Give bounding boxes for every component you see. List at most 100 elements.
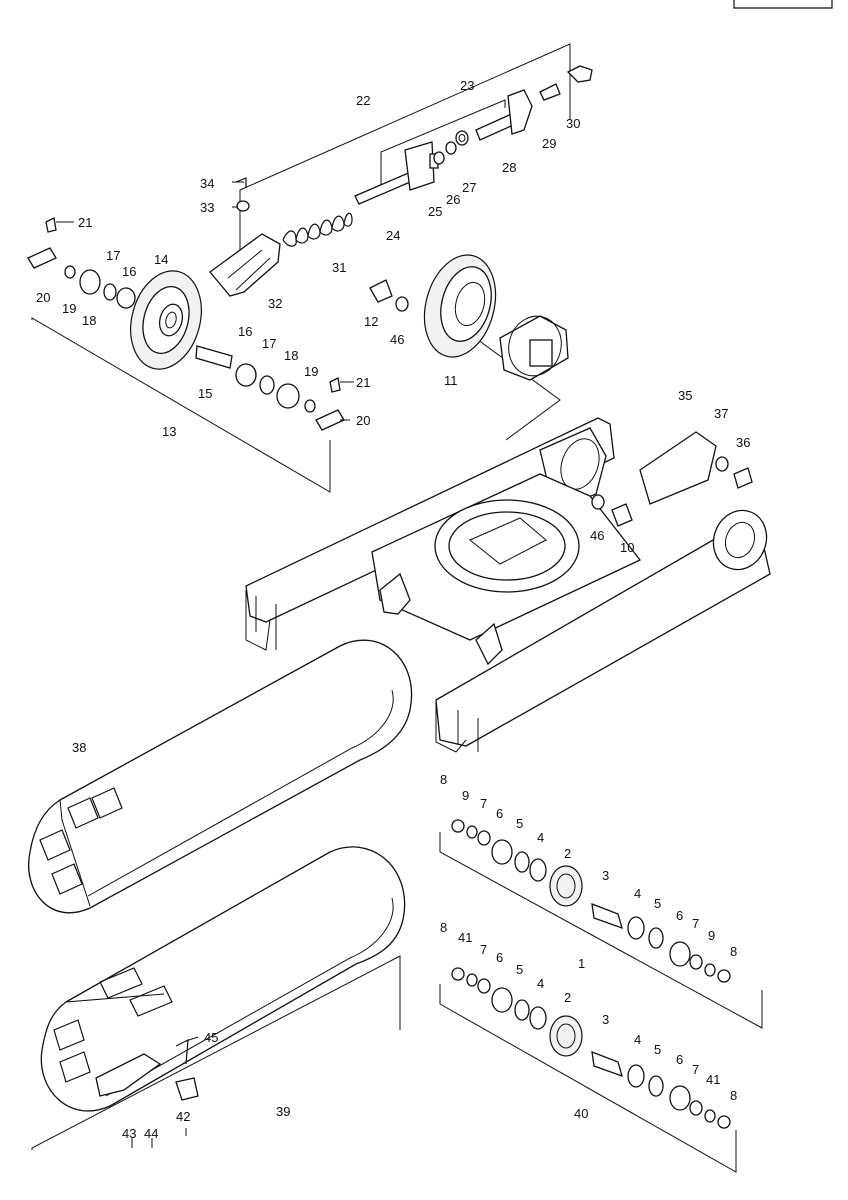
label-46b: 46	[590, 528, 604, 543]
grease-cylinder	[475, 89, 533, 141]
label-15: 15	[198, 386, 212, 401]
label-6c: 6	[496, 950, 503, 965]
idler-sprocket	[130, 270, 202, 370]
label-14: 14	[154, 252, 168, 267]
cover-plate	[639, 431, 717, 505]
label-46a: 46	[390, 332, 404, 347]
label-4c: 4	[537, 976, 544, 991]
label-36: 36	[736, 435, 750, 450]
label-45: 45	[204, 1030, 218, 1045]
bearing-18b	[276, 383, 300, 409]
label-34: 34	[200, 176, 214, 191]
label-6b: 6	[676, 908, 683, 923]
part-labels: 1 2 2 3 3 4 4 4 4 5 5 5 5 6 6 6 6 7 7 7 …	[36, 78, 750, 1141]
bolt-36	[733, 467, 753, 489]
label-5b: 5	[654, 896, 661, 911]
label-5a: 5	[516, 816, 523, 831]
spring	[282, 212, 353, 247]
ring-17a	[103, 283, 117, 301]
ring-27	[455, 130, 469, 146]
drive-sprocket	[423, 254, 497, 358]
label-1: 1	[578, 956, 585, 971]
label-7d: 7	[692, 1062, 699, 1077]
drive-group	[369, 254, 569, 441]
label-42: 42	[176, 1109, 190, 1124]
label-22: 22	[356, 93, 370, 108]
label-8d: 8	[730, 1088, 737, 1103]
label-11: 11	[444, 373, 458, 388]
label-9a: 9	[462, 788, 469, 803]
track-roller-1	[439, 819, 763, 1029]
label-30: 30	[566, 116, 580, 131]
label-5c: 5	[516, 962, 523, 977]
label-37: 37	[714, 406, 728, 421]
ring-19a	[64, 265, 76, 279]
travel-motor	[499, 315, 569, 381]
label-28: 28	[502, 160, 516, 175]
ring-26	[445, 141, 457, 155]
elbow-fitting	[566, 65, 593, 83]
label-7c: 7	[480, 942, 487, 957]
label-38: 38	[72, 740, 86, 755]
label-8b: 8	[730, 944, 737, 959]
idler-shaft	[195, 345, 233, 369]
label-13: 13	[162, 424, 176, 439]
pin-34	[235, 177, 247, 188]
nut-33	[236, 200, 250, 212]
label-21a: 21	[78, 215, 92, 230]
label-41a: 41	[458, 930, 472, 945]
washer-46a	[395, 296, 409, 312]
ring-19b	[304, 399, 316, 413]
rubber-track-lower	[31, 846, 406, 1150]
bolt-21a	[45, 217, 57, 233]
rubber-track-upper	[28, 639, 413, 914]
label-6a: 6	[496, 806, 503, 821]
seal-16a	[116, 287, 136, 309]
bolt-12	[369, 279, 393, 303]
label-16b: 16	[238, 324, 252, 339]
label-32: 32	[268, 296, 282, 311]
label-21b: 21	[356, 375, 370, 390]
washer-46b	[591, 494, 605, 510]
label-27: 27	[462, 180, 476, 195]
label-31: 31	[332, 260, 346, 275]
label-29: 29	[542, 136, 556, 151]
block-20b	[315, 409, 345, 431]
label-3a: 3	[602, 868, 609, 883]
label-19a: 19	[62, 301, 76, 316]
bearing-18a	[79, 269, 101, 295]
label-33: 33	[200, 200, 214, 215]
bolt-21b	[329, 377, 341, 393]
label-8c: 8	[440, 920, 447, 935]
seal-16b	[235, 363, 257, 387]
label-40: 40	[574, 1106, 588, 1121]
label-4d: 4	[634, 1032, 641, 1047]
tension-rod	[354, 141, 439, 205]
block-20a	[27, 247, 57, 269]
label-3b: 3	[602, 1012, 609, 1027]
washer-37	[715, 456, 729, 472]
label-2b: 2	[564, 990, 571, 1005]
idler-yoke	[209, 233, 281, 297]
label-5d: 5	[654, 1042, 661, 1057]
label-17b: 17	[262, 336, 276, 351]
label-20b: 20	[356, 413, 370, 428]
idler-group	[27, 43, 593, 493]
label-18b: 18	[284, 348, 298, 363]
label-8a: 8	[440, 772, 447, 787]
label-41b: 41	[706, 1072, 720, 1087]
label-24: 24	[386, 228, 400, 243]
pin-42	[175, 1077, 199, 1101]
label-18a: 18	[82, 313, 96, 328]
page-tag	[733, 0, 833, 9]
label-43: 43	[122, 1126, 136, 1141]
shoe-clamp	[95, 1053, 162, 1097]
label-7b: 7	[692, 916, 699, 931]
label-23: 23	[460, 78, 474, 93]
label-9b: 9	[708, 928, 715, 943]
leader-lines	[56, 181, 354, 1042]
bolt-10	[611, 503, 633, 527]
label-17a: 17	[106, 248, 120, 263]
label-25: 25	[428, 204, 442, 219]
